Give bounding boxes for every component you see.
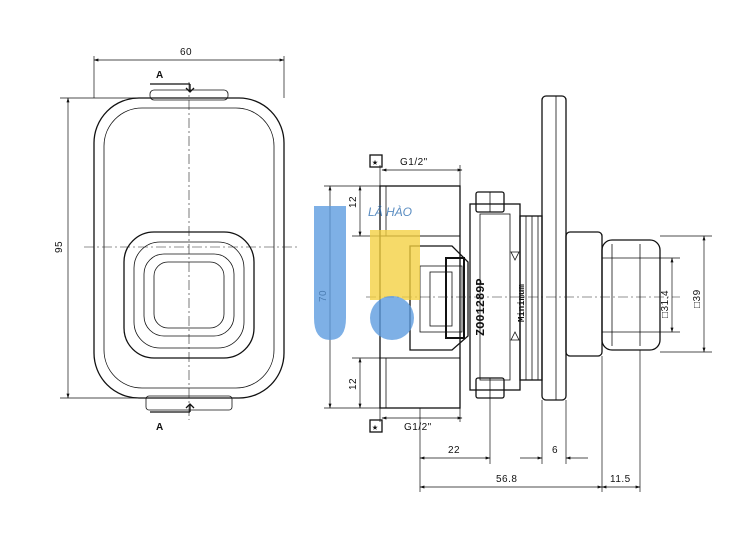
dim-12-top-label: 12	[348, 196, 359, 208]
thread-bottom-label: G1/2"	[404, 422, 432, 433]
minimum-arrow-bottom	[510, 331, 520, 341]
dim-60-label: 60	[180, 47, 192, 58]
thread-callout-top: ★ G1/2"	[369, 154, 463, 186]
watermark-logo: LÂ HÀO	[314, 204, 420, 340]
watermark-text: LÂ HÀO	[368, 204, 412, 219]
wall-plate	[541, 95, 567, 401]
watermark-blue-bar	[314, 206, 346, 340]
section-marker-bottom: A	[150, 403, 195, 433]
minimum-label: Minimum	[517, 284, 527, 322]
knob-cap	[565, 231, 603, 357]
dim-22-label: 22	[448, 445, 460, 456]
dim-11-5-label: 11.5	[610, 474, 631, 485]
dim-39-label: □39	[692, 289, 703, 308]
cartridge-housing	[409, 245, 469, 351]
section-marker-bottom-label: A	[156, 422, 163, 433]
cartridge-spring	[445, 257, 465, 339]
knob-front	[601, 239, 661, 351]
section-marker-top-label: A	[156, 70, 163, 81]
thread-callout-bottom: ★ G1/2"	[369, 408, 463, 434]
front-view: 60 95 A A	[54, 47, 300, 433]
dim-95-label: 95	[54, 241, 65, 253]
cartridge-spindle	[429, 271, 453, 327]
dim-31-4-label: □31.4	[660, 290, 671, 318]
watermark-yellow-block	[370, 230, 420, 300]
dim-56-8-label: 56.8	[496, 474, 517, 485]
body-wall-hatch-bottom	[379, 357, 461, 409]
part-number-label: ZO01289P	[474, 278, 488, 336]
watermark-blue-circle	[370, 296, 414, 340]
dim-12-bottom-label: 12	[348, 378, 359, 390]
svg-text:★: ★	[372, 423, 378, 434]
section-marker-top: A	[150, 70, 195, 93]
thread-top-label: G1/2"	[400, 157, 428, 168]
minimum-arrow-top	[510, 251, 520, 261]
svg-text:★: ★	[372, 158, 378, 169]
cartridge-core	[419, 265, 463, 333]
dim-6-label: 6	[552, 445, 558, 456]
